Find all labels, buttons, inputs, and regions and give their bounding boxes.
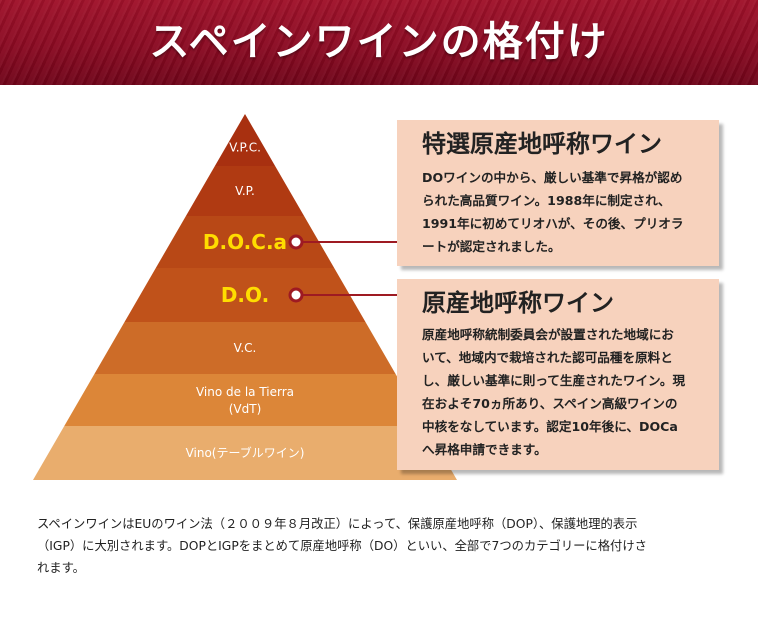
do-description-line: 中核をなしています。認定10年後に、DOCa xyxy=(422,419,678,434)
footer-line: スペインワインはEUのワイン法（２００９年８月改正）によって、保護原産地呼称（D… xyxy=(37,517,638,531)
footer-line: （IGP）に大別されます。DOPとIGPをまとめて原産地呼称（DO）といい、全部… xyxy=(37,539,647,553)
pyramid-tier-vdt xyxy=(64,374,426,426)
do-description: 原産地呼称統制委員会が設置された地域にお いて、地域内で栽培された認可品種を原料… xyxy=(422,323,718,461)
connector-dot-do xyxy=(288,287,304,303)
pyramid-tier-doca xyxy=(155,216,335,268)
doca-description-line: DOワインの中から、厳しい基準で昇格が認め xyxy=(422,170,683,185)
pyramid-tier-do xyxy=(124,268,366,322)
do-title: 原産地呼称ワイン xyxy=(422,289,614,317)
pyramid-tier-vpc xyxy=(214,114,276,166)
pyramid-tier-vino xyxy=(33,426,457,480)
pyramid-label-vdt: Vino de la Tierra xyxy=(196,385,294,399)
do-description-line: 原産地呼称統制委員会が設置された地域にお xyxy=(422,327,674,342)
pyramid-label-vpc: V.P.C. xyxy=(229,140,261,154)
pyramid-tier-vc xyxy=(94,322,396,374)
pyramid-label-vino: Vino(テーブルワイン) xyxy=(186,445,305,460)
page-title: スペインワインの格付け xyxy=(149,18,609,65)
do-description-box: 原産地呼称ワイン 原産地呼称統制委員会が設置された地域にお いて、地域内で栽培さ… xyxy=(397,279,719,470)
doca-description-line: られた高品質ワイン。1988年に制定され、 xyxy=(422,193,671,208)
connector-dot-doca xyxy=(288,234,304,250)
pyramid-label-do: D.O. xyxy=(221,283,269,307)
footer-note: スペインワインはEUのワイン法（２００９年８月改正）によって、保護原産地呼称（D… xyxy=(37,513,727,579)
pyramid-tier-vp xyxy=(185,166,305,216)
pyramid-label-doca: D.O.C.a xyxy=(203,230,287,254)
do-description-line: へ昇格申請できます。 xyxy=(422,442,547,457)
doca-title: 特選原産地呼称ワイン xyxy=(422,130,662,158)
header-banner: スペインワインの格付け xyxy=(0,0,758,85)
do-description-line: 在およそ70ヵ所あり、スペイン高級ワインの xyxy=(422,396,678,411)
pyramid-label-vp: V.P. xyxy=(235,184,255,198)
doca-description-box: 特選原産地呼称ワイン DOワインの中から、厳しい基準で昇格が認め られた高品質ワ… xyxy=(397,120,719,266)
do-description-line: し、厳しい基準に則って生産されたワイン。現 xyxy=(422,373,686,388)
footer-line: れます。 xyxy=(37,561,85,575)
doca-description-line: 1991年に初めてリオハが、その後、プリオラ xyxy=(422,216,684,231)
pyramid-label-vc: V.C. xyxy=(234,341,257,355)
doca-description-line: ートが認定されました。 xyxy=(422,239,561,254)
do-description-line: いて、地域内で栽培された認可品種を原料と xyxy=(422,350,673,365)
doca-description: DOワインの中から、厳しい基準で昇格が認め られた高品質ワイン。1988年に制定… xyxy=(422,166,718,258)
pyramid-label-vdt: (VdT) xyxy=(229,402,262,416)
